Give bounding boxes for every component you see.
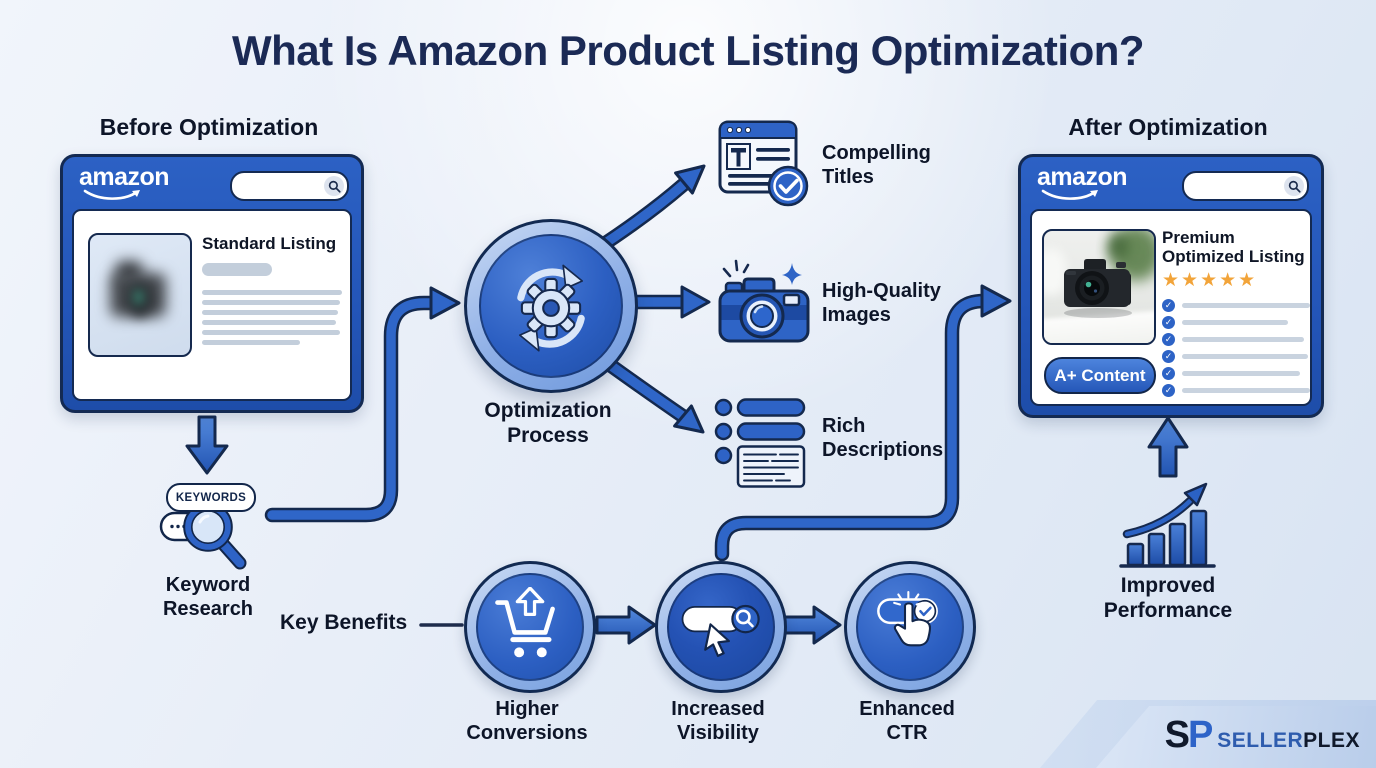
click-hand-toggle-icon (877, 590, 938, 647)
logo-panel-inner (1096, 706, 1376, 768)
feature-row: ✓ (1162, 367, 1300, 380)
placeholder-pill (202, 263, 272, 276)
higher-conversions-label: Higher Conversions (466, 698, 588, 744)
amazon-smile-icon (1041, 189, 1098, 200)
after-window: amazon (1018, 154, 1324, 418)
amazon-logo: amazon (1037, 163, 1128, 201)
optimization-process-label: Optimization Process (484, 399, 612, 447)
camera-icon (718, 259, 810, 343)
logo-word-seller: SELLER (1217, 729, 1304, 752)
placeholder-line (1182, 353, 1308, 360)
keywords-tag: KEYWORDS (166, 483, 256, 512)
optimization-process-circle (464, 219, 638, 393)
high-quality-images-label: High-Quality Images (822, 280, 941, 326)
placeholder-line (202, 340, 300, 345)
enhanced-ctr-label: Enhanced CTR (859, 698, 955, 744)
enhanced-ctr-inner (856, 573, 964, 681)
check-icon: ✓ (1162, 350, 1175, 363)
rich-descriptions-label: Rich Descriptions (822, 415, 944, 461)
logo-mark-p: P (1187, 714, 1213, 756)
dslr-camera-illustration (1064, 259, 1132, 318)
feature-row: ✓ (1162, 350, 1308, 363)
before-window: amazon (60, 154, 364, 413)
feature-row: ✓ (1162, 333, 1304, 346)
placeholder-line (1182, 302, 1310, 309)
search-bar (230, 171, 349, 201)
placeholder-line (1182, 370, 1300, 377)
feature-row: ✓ (1162, 384, 1310, 397)
process-circle-inner (479, 234, 623, 378)
five-star-rating: ★★★★★ (1162, 270, 1258, 291)
increased-visibility-label: Increased Visibility (671, 698, 765, 744)
check-icon: ✓ (1162, 333, 1175, 346)
placeholder-line (1182, 319, 1288, 326)
increased-visibility-circle (655, 561, 787, 693)
placeholder-line (202, 310, 338, 315)
higher-conversions-circle (464, 561, 596, 693)
arrow-conversions-to-visibility (595, 605, 657, 645)
check-icon: ✓ (1162, 299, 1175, 312)
blurred-product-image (88, 233, 192, 357)
check-icon: ✓ (1162, 384, 1175, 397)
before-listing-title: Standard Listing (202, 234, 337, 253)
placeholder-line (1182, 336, 1304, 343)
placeholder-line (202, 320, 336, 325)
search-icon (324, 176, 344, 196)
check-icon: ✓ (1162, 316, 1175, 329)
improved-performance-label: Improved Performance (1103, 574, 1233, 622)
arrow-process-to-titles (584, 164, 706, 260)
arrow-visibility-to-ctr (780, 605, 842, 645)
logo-mark-s: S (1164, 714, 1190, 756)
placeholder-line (1182, 387, 1310, 394)
placeholder-line (202, 300, 340, 305)
compelling-titles-icon (718, 120, 809, 207)
before-window-content: Standard Listing (72, 209, 352, 401)
enhanced-ctr-circle (844, 561, 976, 693)
arrow-process-to-images (626, 285, 711, 319)
compelling-titles-label: Compelling Titles (822, 142, 931, 188)
rich-descriptions-icon (714, 398, 806, 488)
growth-chart-icon (1119, 482, 1216, 568)
amazon-logo-text: amazon (1037, 163, 1128, 191)
gear-refresh-icon (517, 264, 585, 352)
amazon-smile-icon (83, 189, 140, 200)
connector-keyword-to-process (264, 286, 461, 523)
keyword-research-label: Keyword Research (162, 574, 254, 620)
product-photo (1042, 229, 1156, 345)
higher-conversions-inner (476, 573, 584, 681)
keyword-magnifier-icon (159, 503, 247, 570)
page-title: What Is Amazon Product Listing Optimizat… (231, 27, 1145, 74)
search-bar (1182, 171, 1309, 201)
amazon-logo: amazon (79, 163, 170, 201)
before-heading: Before Optimization (99, 114, 319, 140)
cart-up-arrow-icon (495, 587, 555, 658)
search-bar-cursor-icon (681, 604, 760, 657)
after-window-header: amazon (1021, 157, 1321, 209)
placeholder-line (202, 290, 342, 295)
after-heading: After Optimization (1068, 114, 1268, 140)
key-benefits-heading: Key Benefits (280, 611, 408, 634)
check-badge-icon (767, 165, 809, 207)
after-window-content: Premium Optimized Listing ★★★★★ ✓ ✓ ✓ ✓ … (1030, 209, 1312, 406)
feature-row: ✓ (1162, 299, 1310, 312)
logo-word-plex: PLEX (1303, 729, 1360, 752)
check-icon: ✓ (1162, 367, 1175, 380)
placeholder-line (202, 330, 340, 335)
arrow-performance-to-after (1147, 416, 1189, 478)
a-plus-content-badge: A+ Content (1044, 357, 1156, 394)
connector-visibility-to-after (714, 284, 1012, 562)
search-icon (1284, 176, 1304, 196)
after-listing-title: Premium Optimized Listing (1162, 228, 1305, 266)
increased-visibility-inner (667, 573, 775, 681)
before-window-header: amazon (63, 157, 361, 209)
arrow-before-to-keyword (185, 415, 229, 475)
feature-row: ✓ (1162, 316, 1288, 329)
amazon-logo-text: amazon (79, 163, 170, 191)
